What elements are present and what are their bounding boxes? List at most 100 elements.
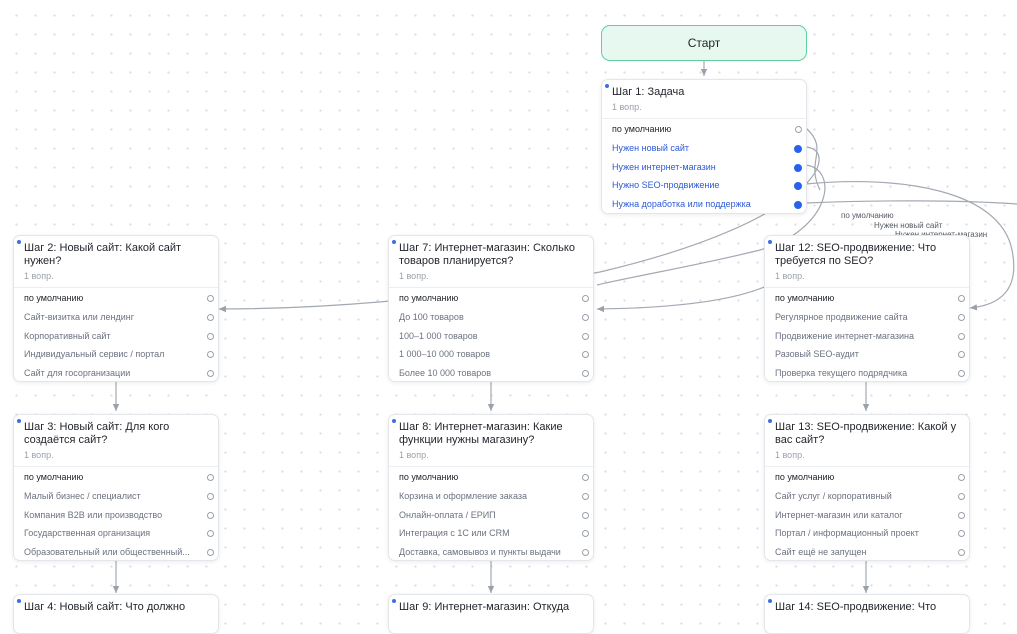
option-row[interactable]: по умолчанию [14,468,218,487]
port-icon[interactable] [207,530,214,538]
option-row[interactable]: 100–1 000 товаров [389,327,593,346]
port-icon[interactable] [794,144,802,153]
port-icon[interactable] [794,182,802,191]
option-label: Нужен новый сайт [612,142,690,153]
option-label: Сайт ещё не запущен [775,547,867,558]
port-icon[interactable] [582,474,589,481]
port-icon[interactable] [207,549,214,557]
option-row[interactable]: Нужно SEO-продвижение [602,176,806,195]
option-row[interactable]: Более 10 000 товаров [389,364,593,381]
option-row[interactable]: Малый бизнес / специалист [14,487,218,506]
option-row[interactable]: по умолчанию [765,468,969,487]
option-row[interactable]: Компания B2B или производство [14,506,218,525]
edge-step1-default [805,127,821,191]
port-icon[interactable] [207,474,214,481]
port-icon[interactable] [958,530,965,538]
node-step7[interactable]: Шаг 7: Интернет-магазин: Сколько товаров… [388,235,594,382]
node-subtitle: 1 вопр. [24,450,54,460]
node-step1[interactable]: Шаг 1: Задача 1 вопр. по умолчанию Нужен… [601,79,807,214]
option-row[interactable]: Сайт услуг / корпоративный [765,487,969,506]
port-icon[interactable] [794,163,802,172]
port-icon[interactable] [958,492,965,500]
node-title: Шаг 9: Интернет-магазин: Откуда [399,601,570,613]
port-icon[interactable] [207,351,214,359]
option-label: Проверка текущего подрядчика [775,368,908,379]
port-icon[interactable] [958,351,965,359]
option-row[interactable]: Интеграция с 1С или CRM [389,524,593,543]
node-subtitle: 1 вопр. [24,271,54,281]
port-icon[interactable] [958,370,965,378]
option-row[interactable]: До 100 товаров [389,308,593,327]
port-icon[interactable] [207,313,214,321]
option-row[interactable]: Нужен новый сайт [602,139,806,158]
option-row[interactable]: Разовый SEO-аудит [765,345,969,364]
port-icon[interactable] [207,492,214,500]
option-row[interactable]: Нужен интернет-магазин [602,158,806,177]
port-icon[interactable] [958,295,965,302]
option-row[interactable]: Регулярное продвижение сайта [765,308,969,327]
option-row[interactable]: Корзина и оформление заказа [389,487,593,506]
port-icon[interactable] [207,370,214,378]
node-step14[interactable]: Шаг 14: SEO-продвижение: Что [764,594,970,634]
port-icon[interactable] [794,201,802,210]
port-icon[interactable] [582,332,589,340]
node-step12[interactable]: Шаг 12: SEO-продвижение: Что требуется п… [764,235,970,382]
option-label: по умолчанию [612,124,672,134]
node-title: Шаг 7: Интернет-магазин: Сколько товаров… [399,242,575,267]
port-icon[interactable] [958,549,965,557]
option-row[interactable]: Проверка текущего подрядчика [765,364,969,381]
node-step8[interactable]: Шаг 8: Интернет-магазин: Какие функции н… [388,414,594,561]
port-icon[interactable] [582,295,589,302]
option-row[interactable]: 1 000–10 000 товаров [389,345,593,364]
port-icon[interactable] [582,530,589,538]
port-icon[interactable] [582,351,589,359]
option-row[interactable]: Сайт ещё не запущен [765,543,969,560]
option-label: 100–1 000 товаров [399,330,478,341]
port-icon[interactable] [582,370,589,378]
port-icon[interactable] [582,511,589,519]
option-row[interactable]: Индивидуальный сервис / портал [14,345,218,364]
port-icon[interactable] [207,511,214,519]
option-label: по умолчанию [24,293,84,303]
option-row[interactable]: Доставка, самовывоз и пункты выдачи [389,543,593,560]
port-icon[interactable] [958,511,965,519]
node-step13[interactable]: Шаг 13: SEO-продвижение: Какой у вас сай… [764,414,970,561]
option-label: Корзина и оформление заказа [399,490,527,501]
option-row[interactable]: Онлайн-оплата / ЕРИП [389,506,593,525]
option-row[interactable]: по умолчанию [14,289,218,308]
option-label: по умолчанию [399,472,459,482]
port-icon[interactable] [207,295,214,302]
option-label: Более 10 000 товаров [399,368,492,379]
port-icon[interactable] [795,126,802,133]
port-icon[interactable] [958,474,965,481]
option-row[interactable]: Образовательный или общественный... [14,543,218,560]
option-row[interactable]: Нужна доработка или поддержка [602,195,806,213]
port-icon[interactable] [582,549,589,557]
node-marker-icon [392,419,396,423]
option-row[interactable]: Интернет-магазин или каталог [765,506,969,525]
option-label: по умолчанию [24,472,84,482]
node-step4[interactable]: Шаг 4: Новый сайт: Что должно [13,594,219,634]
option-row[interactable]: по умолчанию [389,289,593,308]
option-row[interactable]: Корпоративный сайт [14,327,218,346]
option-label: по умолчанию [775,293,835,303]
option-row[interactable]: по умолчанию [602,120,806,139]
option-row[interactable]: по умолчанию [389,468,593,487]
option-row[interactable]: Портал / информационный проект [765,524,969,543]
option-row[interactable]: Сайт для госорганизации [14,364,218,381]
start-node[interactable]: Старт [601,25,807,61]
port-icon[interactable] [582,492,589,500]
node-title: Шаг 14: SEO-продвижение: Что [775,601,937,613]
node-step9[interactable]: Шаг 9: Интернет-магазин: Откуда [388,594,594,634]
port-icon[interactable] [958,313,965,321]
option-row[interactable]: Государственная организация [14,524,218,543]
port-icon[interactable] [958,332,965,340]
option-row[interactable]: Продвижение интернет-магазина [765,327,969,346]
port-icon[interactable] [207,332,214,340]
option-row[interactable]: Сайт-визитка или лендинг [14,308,218,327]
option-row[interactable]: по умолчанию [765,289,969,308]
node-title: Шаг 4: Новый сайт: Что должно [24,601,186,613]
node-step3[interactable]: Шаг 3: Новый сайт: Для кого создаётся са… [13,414,219,561]
port-icon[interactable] [582,313,589,321]
node-step2[interactable]: Шаг 2: Новый сайт: Какой сайт нужен? 1 в… [13,235,219,382]
